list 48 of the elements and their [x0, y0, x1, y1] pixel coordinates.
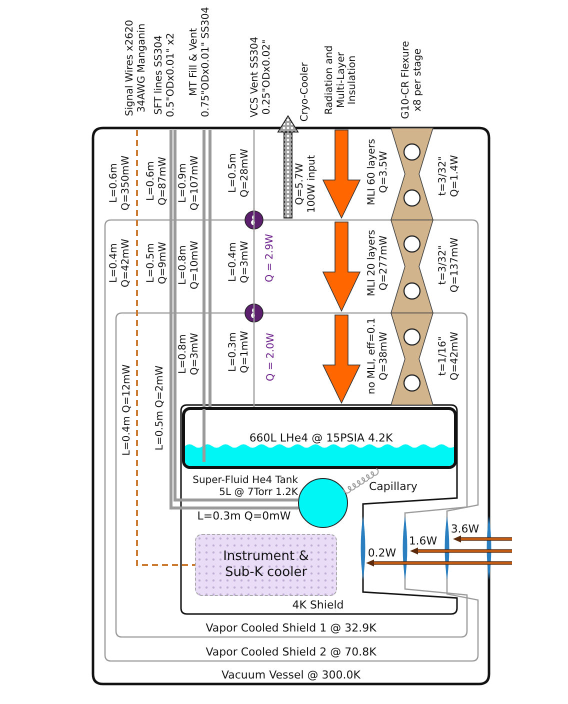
heat-flow-label: Q = 2.0W	[265, 332, 277, 384]
heat-load-label: MLI 60 layers Q=3.5W	[366, 138, 390, 208]
heat-load-label: 0.2W	[368, 547, 396, 559]
heat-load-label: 3.6W	[450, 523, 480, 535]
annotation-label: Cryo-Cooler	[299, 61, 311, 124]
pipe-line	[202, 130, 206, 407]
annotation-label: SFT lines SS304 0.5"ODx0.01" x2	[154, 32, 176, 119]
heat-flow-label: Q = 2.9W	[264, 232, 276, 284]
heat-load-label: L=0.4m Q=12mW	[121, 363, 133, 458]
pipe-line	[253, 130, 255, 407]
annotation-label: Signal Wires x2620 34AWG Manganin	[124, 18, 148, 118]
heat-load-label: t=1/16" Q=42mW	[438, 331, 460, 381]
shield-label: 4K Shield	[292, 598, 344, 612]
heat-load-label: Q=5.7W 100W input	[294, 154, 318, 215]
heat-load-label: L=0.3m Q=0mW	[197, 510, 291, 522]
heat-load-label: L=0.4m Q=3mW	[228, 240, 250, 286]
annotation-label: G10-CR Flexure x8 per stage	[400, 40, 424, 120]
heat-load-label: L=0.5m Q=2mW	[154, 364, 166, 453]
heat-load-label: L=0.3m Q=1mW	[228, 330, 250, 376]
heat-load-label: L=0.6m Q=350mW	[108, 154, 132, 212]
heat-load-label: MLI 20 layers Q=277mW	[366, 228, 390, 298]
edge-label: Capillary	[368, 480, 418, 493]
heat-load-label: L=0.8m Q=3mW	[178, 332, 200, 378]
helium-tank	[182, 407, 457, 469]
heat-load-label: L=0.9m Q=107mW	[178, 154, 200, 212]
instrument-label: Instrument & Sub-K cooler	[222, 549, 310, 581]
annotation-label: VCS Vent SS304 0.25"ODx0.02"	[250, 36, 272, 120]
heat-load-label: L=0.6m Q=87mW	[146, 156, 168, 208]
heat-load-label: L=0.4m Q=42mW	[108, 238, 132, 290]
pipe-line	[208, 130, 212, 407]
shield-label: Vapor Cooled Shield 1 @ 32.9K	[206, 622, 376, 634]
shield-label: Vapor Cooled Shield 2 @ 70.8K	[206, 646, 376, 658]
superfluid-tank	[298, 478, 348, 528]
tank-label: 660L LHe4 @ 15PSIA 4.2K	[249, 432, 393, 444]
heat-load-label: L=0.5m Q=28mW	[228, 148, 250, 200]
tank-label: Super-Fluid He4 Tank 5L @ 7Torr 1.2K	[192, 475, 298, 499]
heat-load-label: t=3/32" Q=137mW	[438, 238, 460, 292]
wire-line	[136, 130, 195, 566]
annotation-label: MT Fill & Vent 0.75"ODx0.01" SS304	[188, 6, 212, 119]
instrument-box	[195, 534, 337, 596]
annotation-label: Radiation and Multi-Layer Insulation	[324, 44, 358, 116]
heat-load-label: no MLI, eff=0.1 Q=38mW	[366, 316, 390, 396]
capillary-coil	[343, 468, 379, 494]
vessel-label: Vacuum Vessel @ 300.0K	[221, 668, 361, 682]
heat-load-label: t=3/32" Q=1.4W	[438, 154, 460, 200]
heat-load-label: 1.6W	[408, 535, 438, 547]
heat-load-label: L=0.8m Q=10mW	[178, 240, 200, 292]
heat-load-label: L=0.5m Q=9mW	[146, 240, 168, 286]
